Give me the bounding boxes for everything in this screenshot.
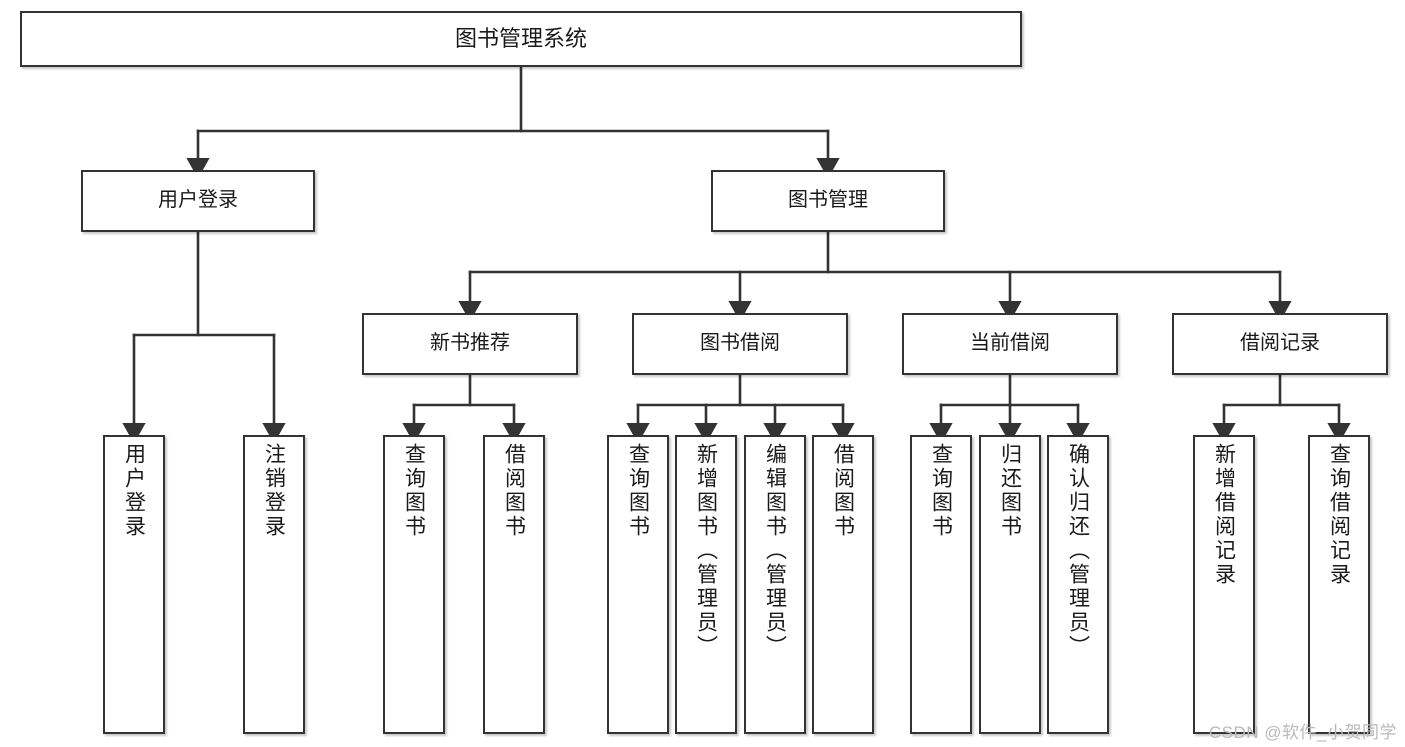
leaf-user-login-login-label: 用户登录 [122,443,146,539]
node-borrow-record-label: 借阅记录 [1240,332,1320,355]
node-root-system[interactable]: 图书管理系统 [20,11,1022,67]
leaf-new-book-borrow-label: 借阅图书 [502,443,526,539]
node-current-borrow[interactable]: 当前借阅 [902,313,1118,375]
node-current-borrow-label: 当前借阅 [970,332,1050,355]
leaf-book-borrow-edit[interactable]: 编辑图书（管理员） [744,435,806,734]
node-book-borrow-label: 图书借阅 [700,332,780,355]
csdn-watermark: CSDN @软件_小贺同学 [1208,723,1397,742]
leaf-user-login-logout-label: 注销登录 [262,443,286,539]
leaf-book-borrow-borrow[interactable]: 借阅图书 [812,435,874,734]
leaf-book-borrow-add-label: 新增图书（管理员） [694,443,718,659]
node-new-book-recommend-label: 新书推荐 [430,332,510,355]
leaf-borrow-record-add[interactable]: 新增借阅记录 [1193,435,1255,734]
leaf-new-book-query-label: 查询图书 [402,443,426,539]
node-borrow-record[interactable]: 借阅记录 [1172,313,1388,375]
leaf-current-borrow-query-label: 查询图书 [929,443,953,539]
leaf-book-borrow-query-label: 查询图书 [626,443,650,539]
leaf-user-login-logout[interactable]: 注销登录 [243,435,305,734]
leaf-current-borrow-confirm-return-label: 确认归还（管理员） [1066,443,1090,659]
leaf-new-book-query[interactable]: 查询图书 [383,435,445,734]
node-book-manage[interactable]: 图书管理 [711,170,945,232]
leaf-book-borrow-add[interactable]: 新增图书（管理员） [675,435,737,734]
leaf-current-borrow-confirm-return[interactable]: 确认归还（管理员） [1047,435,1109,734]
node-new-book-recommend[interactable]: 新书推荐 [362,313,578,375]
leaf-borrow-record-add-label: 新增借阅记录 [1212,443,1236,587]
node-user-login[interactable]: 用户登录 [81,170,315,232]
leaf-new-book-borrow[interactable]: 借阅图书 [483,435,545,734]
leaf-current-borrow-return[interactable]: 归还图书 [979,435,1041,734]
node-book-borrow[interactable]: 图书借阅 [632,313,848,375]
node-user-login-label: 用户登录 [158,189,238,212]
leaf-book-borrow-borrow-label: 借阅图书 [831,443,855,539]
leaf-book-borrow-query[interactable]: 查询图书 [607,435,669,734]
node-book-manage-label: 图书管理 [788,189,868,212]
leaf-current-borrow-return-label: 归还图书 [998,443,1022,539]
leaf-user-login-login[interactable]: 用户登录 [103,435,165,734]
leaf-borrow-record-query-label: 查询借阅记录 [1327,443,1351,587]
leaf-borrow-record-query[interactable]: 查询借阅记录 [1308,435,1370,734]
leaf-book-borrow-edit-label: 编辑图书（管理员） [763,443,787,659]
leaf-current-borrow-query[interactable]: 查询图书 [910,435,972,734]
node-root-system-label: 图书管理系统 [454,26,587,52]
